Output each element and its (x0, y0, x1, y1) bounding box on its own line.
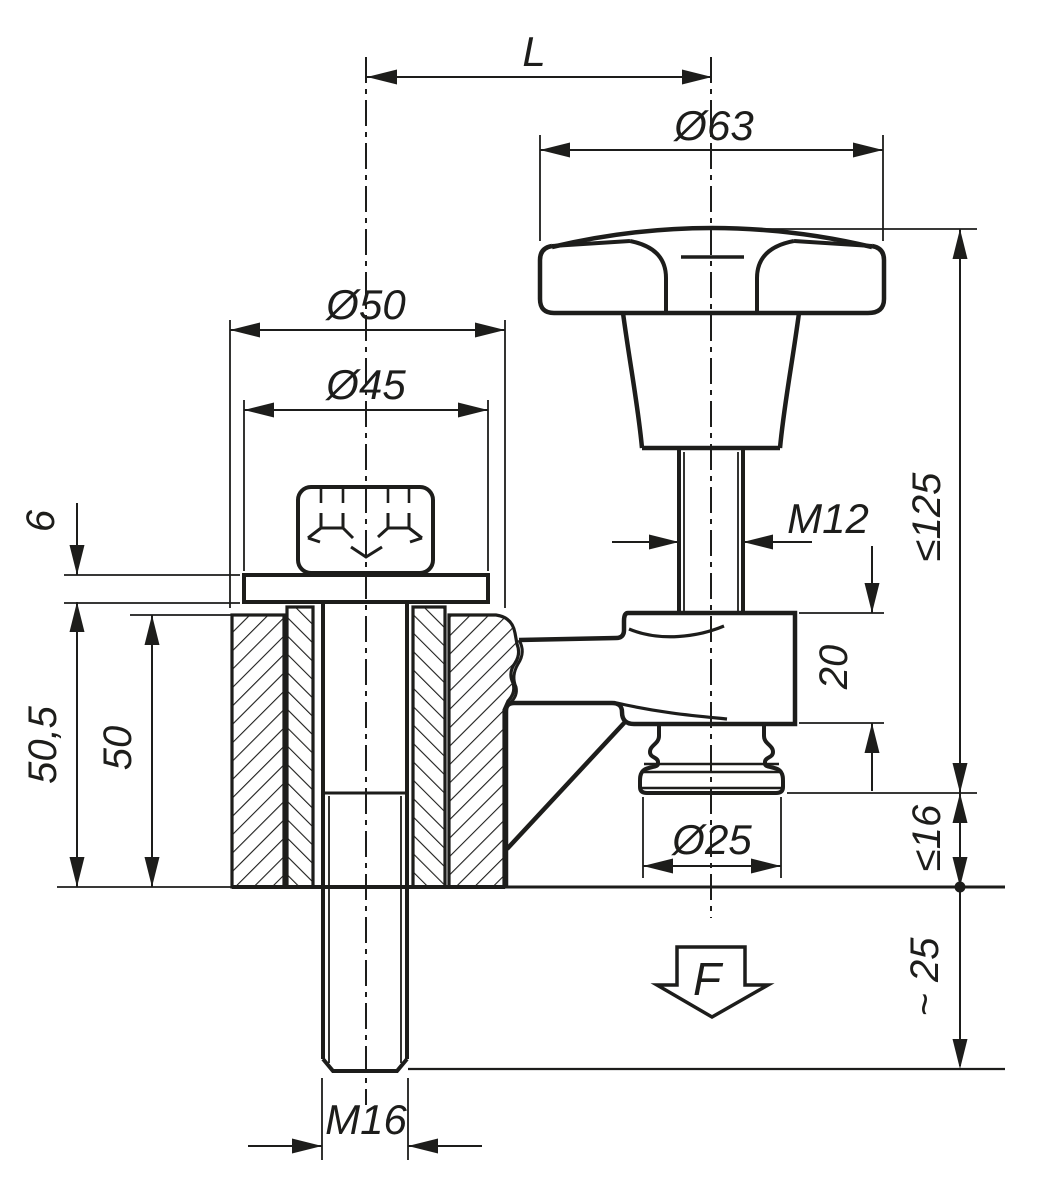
dim-label-protrusion: ~ 25 (903, 937, 947, 1017)
force-arrow (650, 945, 775, 1020)
dim-label-washer-thk: 6 (19, 509, 63, 532)
arrowheads (69, 69, 968, 1154)
slot-curve-top (628, 624, 725, 639)
dim-label-spindle-thread: M12 (787, 495, 869, 542)
star-grip-knob (537, 225, 887, 316)
center-lines (365, 57, 712, 1105)
dim-label-length: L (522, 28, 545, 75)
extension-lines (64, 135, 977, 1160)
knurl-ticks (319, 489, 411, 503)
plate-section-right (447, 613, 521, 889)
dim-label-pad-dia: Ø25 (670, 816, 752, 863)
bushing-sleeve-left (285, 605, 315, 889)
plate-section-left (230, 613, 286, 889)
dim-label-knob-dia: Ø63 (672, 102, 753, 149)
dim-label-boss-dia: Ø50 (324, 281, 406, 328)
drive-recess-marks (307, 513, 423, 559)
force-label: F (693, 953, 724, 1005)
dim-origin-dot (954, 881, 966, 893)
bushing-sleeve-right (411, 605, 447, 889)
slot-curve-bottom (616, 701, 728, 721)
right-view-clamp (503, 225, 887, 886)
dim-label-arm-thk: 20 (812, 645, 856, 691)
gusset-edge (505, 720, 627, 851)
break-line (508, 639, 524, 705)
dim-label-max-height: ≤125 (905, 472, 949, 561)
surface-lines (57, 885, 1005, 1071)
dim-label-clamp-range: ≤16 (905, 804, 949, 871)
dim-label-plate-thk: 50 (96, 726, 140, 771)
left-view-mounting-section (230, 485, 521, 1073)
dim-label-bolt-thread: M16 (325, 1096, 407, 1143)
spindle-m12 (677, 448, 745, 613)
dimension-labels: L Ø63 Ø50 Ø45 6 M12 20 ≤125 50,5 50 ≤16 … (19, 28, 949, 1143)
clamp-body (503, 610, 798, 886)
dim-label-bush-len: 50,5 (21, 705, 65, 784)
dimension-lines (76, 76, 966, 1147)
dim-label-washer-dia: Ø45 (324, 361, 406, 408)
